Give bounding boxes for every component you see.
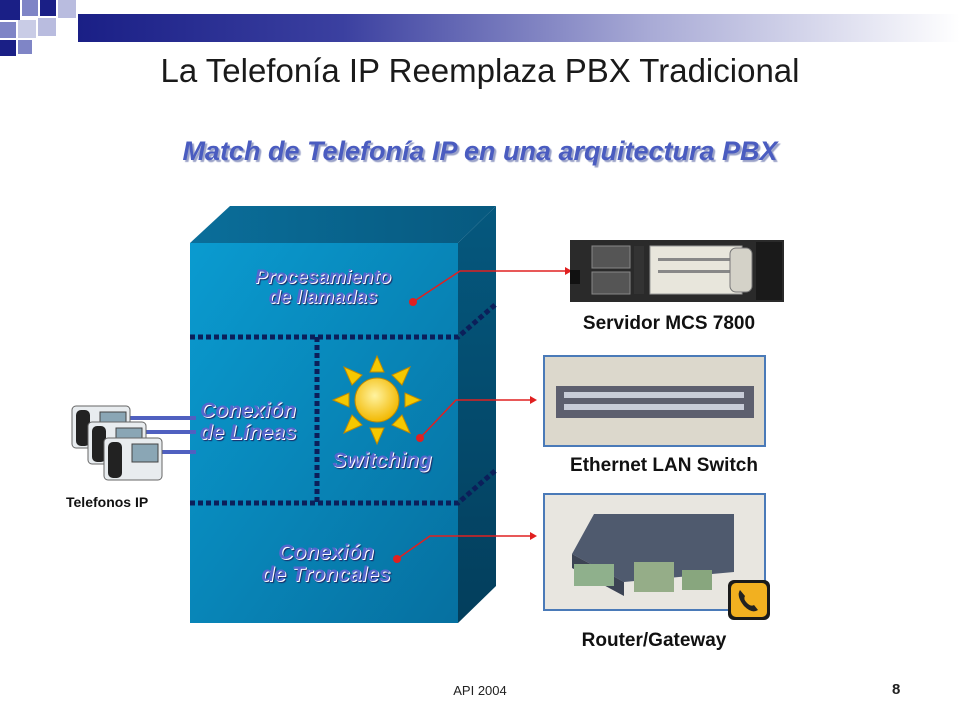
cabinet-top [190,206,496,243]
connector-switch [419,399,530,439]
slide-subtitle: Match de Telefonía IP en una arquitectur… [182,136,778,166]
header-bar [78,14,960,42]
label-server: Servidor MCS 7800 [582,313,756,334]
label-trunk-connection: Conexión de Troncales [261,541,391,587]
label-line-connection: Conexión de Líneas [199,399,297,445]
divider-upper [190,302,498,340]
label-router: Router/Gateway [581,630,727,651]
connector-server [412,270,565,303]
divider-lower [190,468,498,506]
switch-image [543,355,766,447]
label-ip-phones: Telefonos IP [66,494,149,510]
connector-router [396,535,530,560]
footer-text: API 2004 [453,683,507,698]
cabinet-front [190,243,458,623]
ip-phones-icon [71,405,163,481]
phone-badge-icon [728,580,770,620]
label-call-processing: Procesamiento de llamadas [254,267,392,308]
label-switching: Switching [332,449,432,472]
page-number: 8 [892,681,901,698]
sun-icon [331,354,423,446]
server-image [570,240,784,302]
slide-title: La Telefonía IP Reemplaza PBX Tradiciona… [160,52,800,89]
cabinet-side [458,206,496,623]
label-switch: Ethernet LAN Switch [570,455,758,476]
